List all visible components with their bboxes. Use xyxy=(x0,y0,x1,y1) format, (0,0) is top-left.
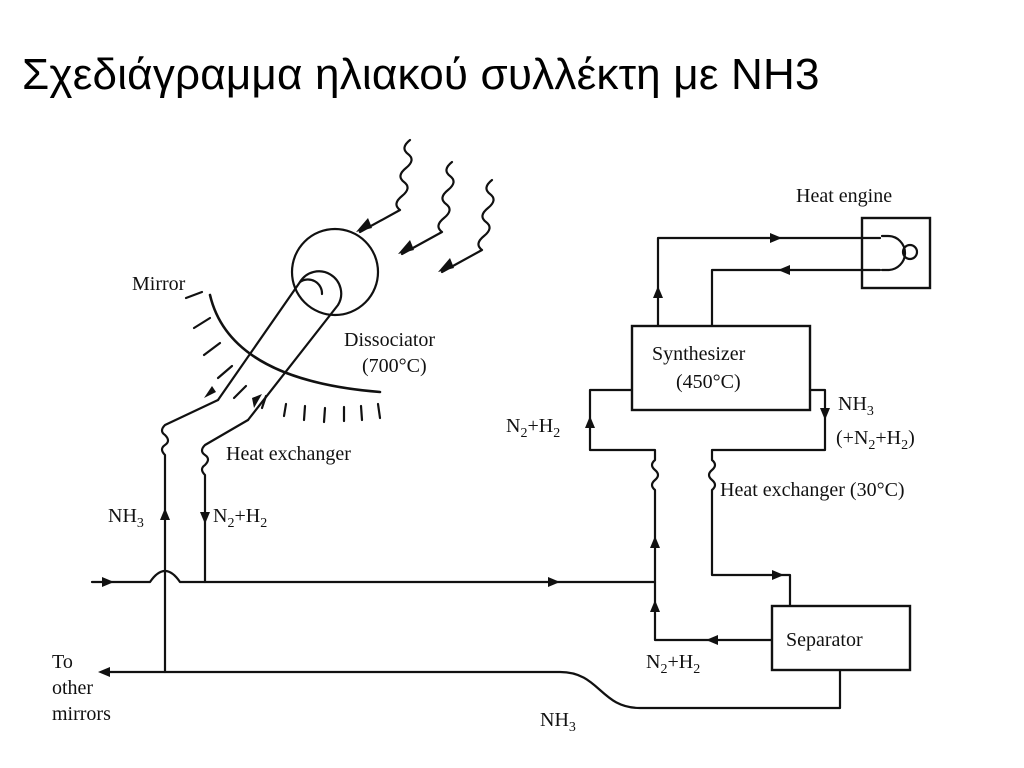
mirror-arc xyxy=(208,293,382,394)
label-heat-engine: Heat engine xyxy=(796,185,892,207)
label-dissociator: Dissociator xyxy=(344,329,435,351)
engine-return-line xyxy=(710,268,882,328)
dissociator-circle xyxy=(290,227,380,317)
label-synthesizer-temp: (450°C) xyxy=(676,371,741,393)
label-nh3-right: NH3 xyxy=(838,393,874,419)
label-mirrors: mirrors xyxy=(52,703,111,725)
mirror-hatching xyxy=(184,290,382,424)
synth-right-line xyxy=(707,388,827,608)
synthesizer-box xyxy=(630,324,812,412)
page-title: Σχεδιάγραμμα ηλιακού συλλέκτη με NH3 xyxy=(22,50,820,99)
label-other: other xyxy=(52,677,93,699)
synth-left-loop xyxy=(588,388,774,642)
sun-rays xyxy=(356,138,495,274)
label-mirror: Mirror xyxy=(132,273,186,295)
label-synthesizer: Synthesizer xyxy=(652,343,746,365)
dissociator-tube xyxy=(216,270,343,422)
label-separator: Separator xyxy=(786,629,863,651)
label-dissociator-temp: (700°C) xyxy=(362,355,427,377)
label-heat-exchanger-right: Heat exchanger (30°C) xyxy=(720,479,905,501)
label-n2h2-upper: N2+H2 xyxy=(506,415,560,441)
engine-supply-line xyxy=(656,236,882,328)
left-pipes xyxy=(160,386,262,674)
bottom-line xyxy=(106,666,842,710)
heat-engine-box xyxy=(860,216,932,290)
label-heat-exchanger-left: Heat exchanger xyxy=(226,443,351,465)
main-line xyxy=(90,569,657,584)
label-to: To xyxy=(52,651,73,673)
label-n2h2-lower: N2+H2 xyxy=(646,651,700,677)
separator-box xyxy=(770,604,912,672)
label-nh3-bottom: NH3 xyxy=(540,709,576,735)
label-n2h2-left: N2+H2 xyxy=(213,505,267,531)
label-n2h2-paren: (+N2+H2) xyxy=(836,427,915,453)
label-nh3-left: NH3 xyxy=(108,505,144,531)
